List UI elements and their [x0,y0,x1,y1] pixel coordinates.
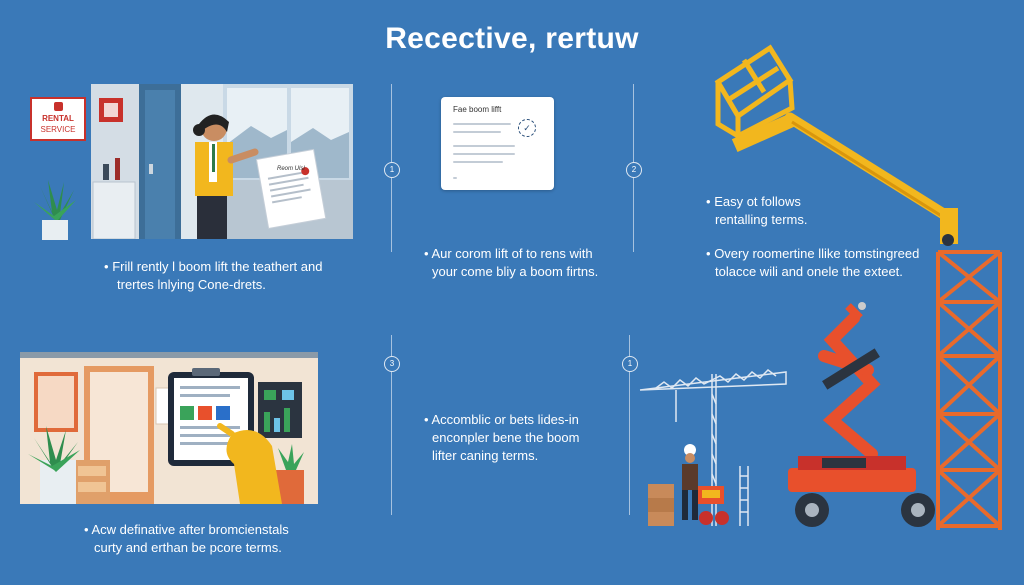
caption-line: Aur corom lift of to rens with [431,246,593,261]
caption-line: lifter caning terms. [432,448,539,463]
plant-icon [28,426,80,504]
caption-line: Accomblic or bets lides-in [431,412,579,427]
caption-step-5: • Accomblic or bets lides-in enconpler b… [424,411,579,465]
step-marker-3: 3 [384,356,400,372]
caption-step-1: • Frill rently l boom lift the teathert … [104,258,322,294]
caption-line: curty and erthan be pcore terms. [94,540,282,555]
caption-step-2: • Aur corom lift of to rens with your co… [424,245,598,281]
caption-line: Frill rently l boom lift the teathert an… [112,259,323,274]
doc-line [453,153,515,155]
caption-line: trertes lnlying Cone-drets. [117,277,266,292]
tablet-scene-icon [20,352,318,504]
step-marker-2: 2 [626,162,642,178]
tablet-illustration [20,352,318,504]
caption-line: Overy roomertine llike tomstingreed [714,246,920,261]
caption-step-6: • Acw definative after bromcienstals cur… [84,521,289,557]
bullet: • [104,259,109,274]
caption-line: rentalling terms. [715,212,808,227]
caption-line: your come bliy a boom firtns. [432,264,599,279]
doc-line [453,123,511,125]
doc-line [453,145,515,147]
boom-lift-icon [714,44,958,246]
plant-icon [34,180,76,240]
bullet: • [706,246,711,261]
bullet: • [424,412,429,427]
sign-line-1: RENTAL [42,114,74,123]
caption-line: enconpler bene the boom [432,430,580,445]
caption-step-3: • Easy ot follows rentalling terms. [706,193,807,229]
doc-line [453,177,457,179]
bullet: • [424,246,429,261]
step-marker-1: 1 [384,162,400,178]
divider-3 [391,335,392,515]
rental-logo-icon [54,102,63,111]
sign-line-2: SERVICE [40,125,76,134]
agreement-title: Fae boom lifft [453,105,502,114]
construction-scene-icon [639,250,1002,530]
divider-4 [629,335,630,515]
office-scene-icon: Reom Ulsl [91,84,353,239]
caption-line: Easy ot follows [714,194,801,209]
office-illustration: Reom Ulsl [91,84,353,239]
page-title: Recective, rertuw [385,22,639,55]
svg-text:Reom Ulsl: Reom Ulsl [277,166,305,172]
rental-sign: RENTAL SERVICE [30,97,86,141]
doc-line [453,161,503,163]
doc-line [453,131,501,133]
step-marker-4: 1 [622,356,638,372]
caption-line: tolacce wili and onele the exteet. [715,264,903,279]
caption-line: Acw definative after bromcienstals [91,522,289,537]
rental-agreement-card: Fae boom lifft ✓ [441,97,554,190]
bullet: • [706,194,711,209]
caption-step-4: • Overy roomertine llike tomstingreed to… [706,245,919,281]
verified-check-icon: ✓ [518,119,536,137]
bullet: • [84,522,89,537]
